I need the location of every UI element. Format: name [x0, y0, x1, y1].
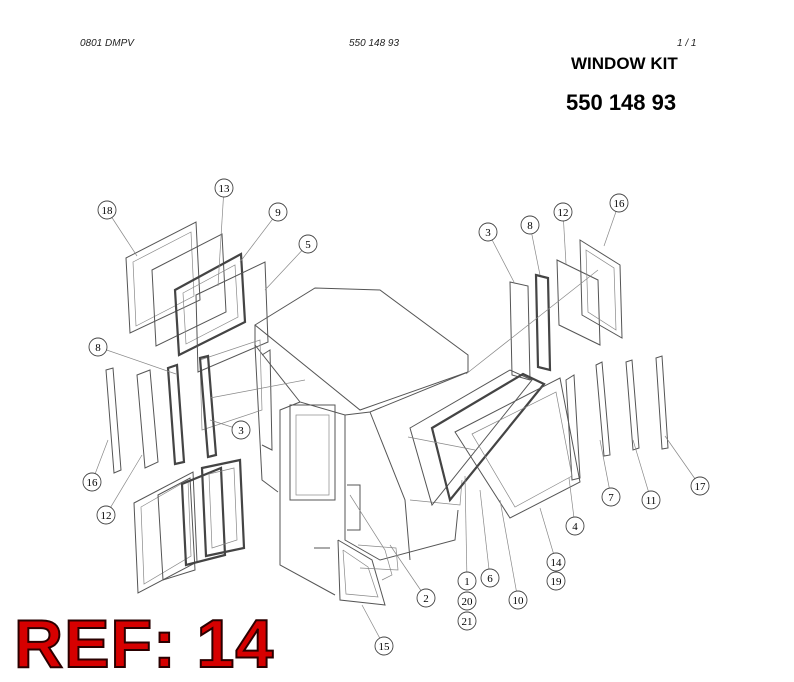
- callout-8: 8: [520, 215, 540, 235]
- callout-number: 6: [487, 573, 493, 585]
- callout-12: 12: [96, 505, 116, 525]
- callout-10: 10: [508, 590, 528, 610]
- callout-number: 8: [95, 342, 101, 354]
- callout-number: 11: [646, 495, 657, 507]
- callout-number: 17: [695, 481, 707, 493]
- callout-number: 12: [558, 207, 569, 219]
- reference-label: REF: 14: [13, 606, 275, 682]
- callout-6: 6: [480, 568, 500, 588]
- callout-number: 1: [464, 576, 470, 588]
- callout-18: 18: [97, 200, 117, 220]
- callout-number: 4: [572, 521, 578, 533]
- callout-number: 13: [219, 183, 231, 195]
- callout-4: 4: [565, 516, 585, 536]
- callout-5: 5: [298, 234, 318, 254]
- kit-number: 550 148 93: [566, 90, 677, 115]
- callout-14: 14: [546, 552, 566, 572]
- callout-1: 1: [457, 571, 477, 591]
- callout-17: 17: [690, 476, 710, 496]
- callout-number: 8: [527, 220, 533, 232]
- callout-20: 20: [457, 591, 477, 611]
- callout-16: 16: [82, 472, 102, 492]
- kit-title: WINDOW KIT: [571, 54, 678, 73]
- callout-15: 15: [374, 636, 394, 656]
- callout-3: 3: [478, 222, 498, 242]
- callout-9: 9: [268, 202, 288, 222]
- header-page-number: 1 / 1: [677, 38, 697, 49]
- callout-number: 3: [238, 425, 244, 437]
- callout-13: 13: [214, 178, 234, 198]
- callout-number: 5: [305, 239, 311, 251]
- callout-number: 10: [513, 595, 525, 607]
- callout-number: 20: [462, 596, 474, 608]
- callout-12: 12: [553, 202, 573, 222]
- callout-number: 14: [551, 557, 563, 569]
- callout-3: 3: [231, 420, 251, 440]
- callout-number: 15: [379, 641, 391, 653]
- callout-7: 7: [601, 487, 621, 507]
- header-center-code: 550 148 93: [349, 38, 400, 49]
- callout-19: 19: [546, 571, 566, 591]
- callout-number: 18: [102, 205, 114, 217]
- callout-21: 21: [457, 611, 477, 631]
- callout-number: 2: [423, 593, 429, 605]
- callout-number: 16: [614, 198, 626, 210]
- callout-number: 3: [485, 227, 491, 239]
- callout-number: 16: [87, 477, 99, 489]
- callout-11: 11: [641, 490, 661, 510]
- callout-number: 9: [275, 207, 281, 219]
- callout-number: 21: [462, 616, 473, 628]
- callout-8: 8: [88, 337, 108, 357]
- left-window-panels: [105, 221, 269, 594]
- leader-lines: [91, 187, 701, 647]
- callout-2: 2: [416, 588, 436, 608]
- callout-number: 12: [101, 510, 112, 522]
- cab-body: [254, 287, 469, 606]
- callout-16: 16: [609, 193, 629, 213]
- callout-number: 19: [551, 576, 563, 588]
- header-left-code: 0801 DMPV: [80, 38, 134, 49]
- callout-number: 7: [608, 492, 614, 504]
- right-window-panels: [409, 239, 669, 519]
- callout-layer: 18 13 9 5 8 3 16 12 3 8 12 16 7 11 17 4 14 19 6 10 1 20 21 2 15: [82, 178, 710, 656]
